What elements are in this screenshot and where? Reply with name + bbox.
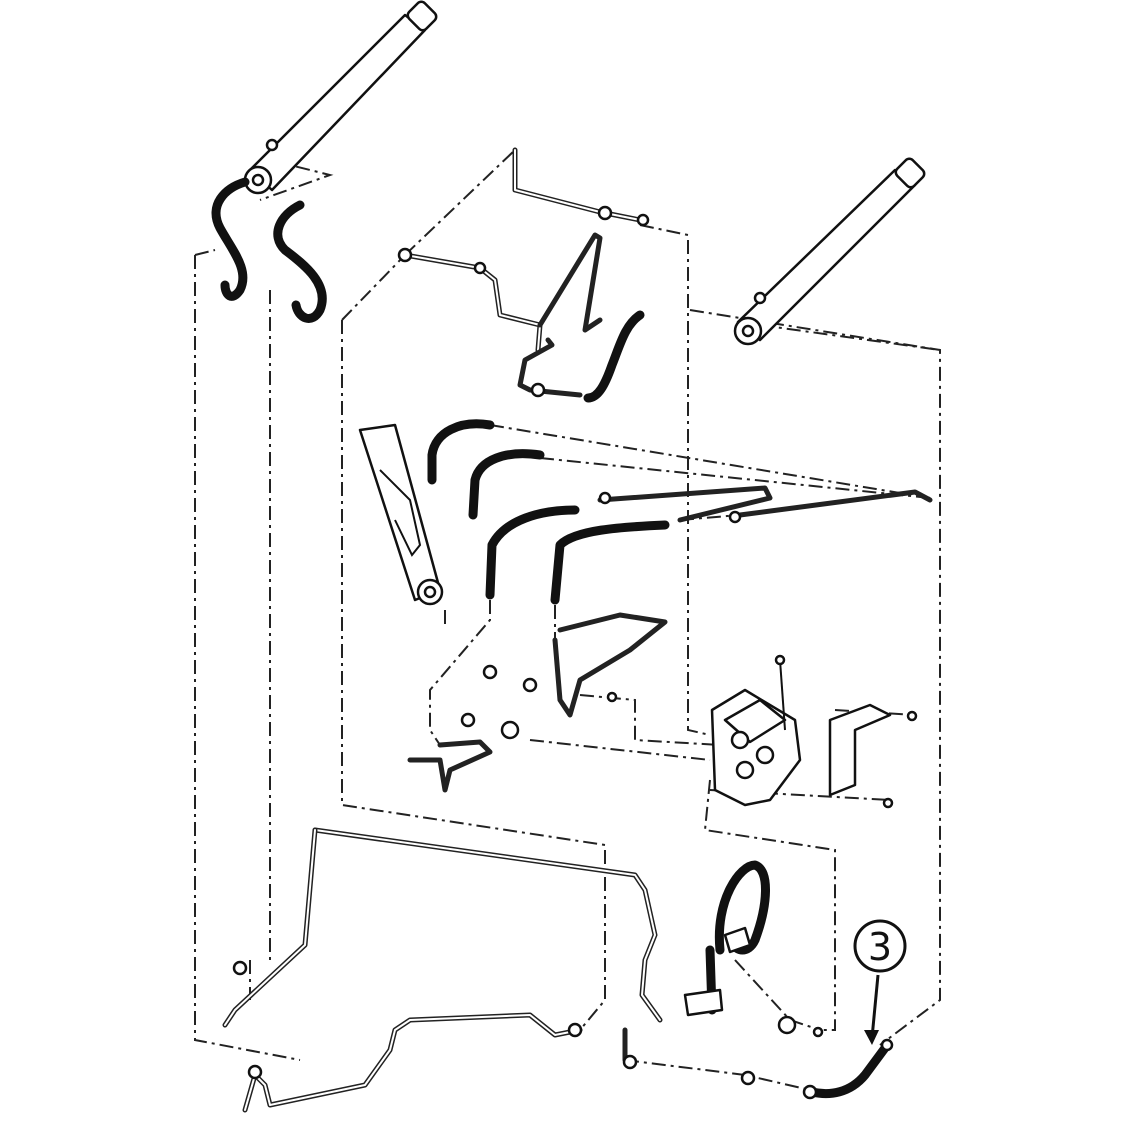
hoses-mid xyxy=(427,419,670,605)
hose-callout-3 xyxy=(802,1038,894,1100)
callout-3: 3 xyxy=(853,919,907,1045)
hoses-lower-right xyxy=(683,860,824,1086)
control-valve xyxy=(710,654,802,807)
hoses-upper-left xyxy=(211,177,327,323)
cylinder-upper-left xyxy=(243,0,438,195)
routing-lines xyxy=(194,149,941,1091)
mounting-bracket xyxy=(828,703,918,809)
tubes-valve-area xyxy=(407,612,668,793)
cylinder-mid-left xyxy=(358,423,444,606)
cylinder-upper-right xyxy=(733,157,926,346)
callout-number: 3 xyxy=(868,925,892,969)
tubes-mid-right xyxy=(597,485,933,524)
frame-tube-lower xyxy=(222,827,663,1113)
tubes-center-top xyxy=(397,147,650,403)
